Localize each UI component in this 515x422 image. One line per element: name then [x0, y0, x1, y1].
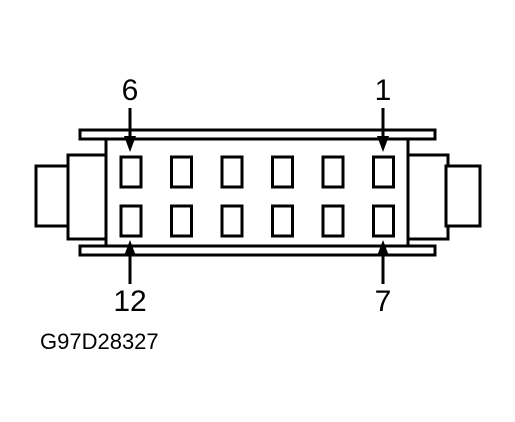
pin-label-1: 1 [375, 74, 392, 107]
figure-id: G97D28327 [40, 329, 159, 354]
pin-cavity-8 [321, 204, 345, 238]
pin-cavity-1 [372, 155, 395, 189]
pin-label-6: 6 [122, 74, 139, 107]
right-plug [406, 153, 482, 241]
pin-label-7: 7 [375, 285, 392, 318]
pin-cavity-5 [170, 155, 193, 189]
pin-label-12: 12 [113, 285, 146, 318]
pin-1-arrow [377, 108, 389, 152]
pin-cavity-9 [271, 204, 294, 238]
pin-cavity-6 [119, 155, 143, 189]
pin-cavity-3 [271, 155, 294, 189]
pin-cavity-11 [170, 204, 193, 238]
pin-7-arrow [377, 240, 389, 284]
pin-cavity-12 [119, 204, 143, 238]
pin-6-arrow [124, 108, 136, 152]
pin-cavity-2 [321, 155, 345, 189]
pin-12-arrow [124, 240, 136, 284]
left-plug [34, 153, 110, 241]
pin-cavity-10 [220, 204, 244, 238]
pin-cavity-7 [372, 204, 395, 238]
pin-cavity-4 [220, 155, 244, 189]
connector-body [78, 128, 437, 257]
pin-cavities [119, 155, 395, 238]
